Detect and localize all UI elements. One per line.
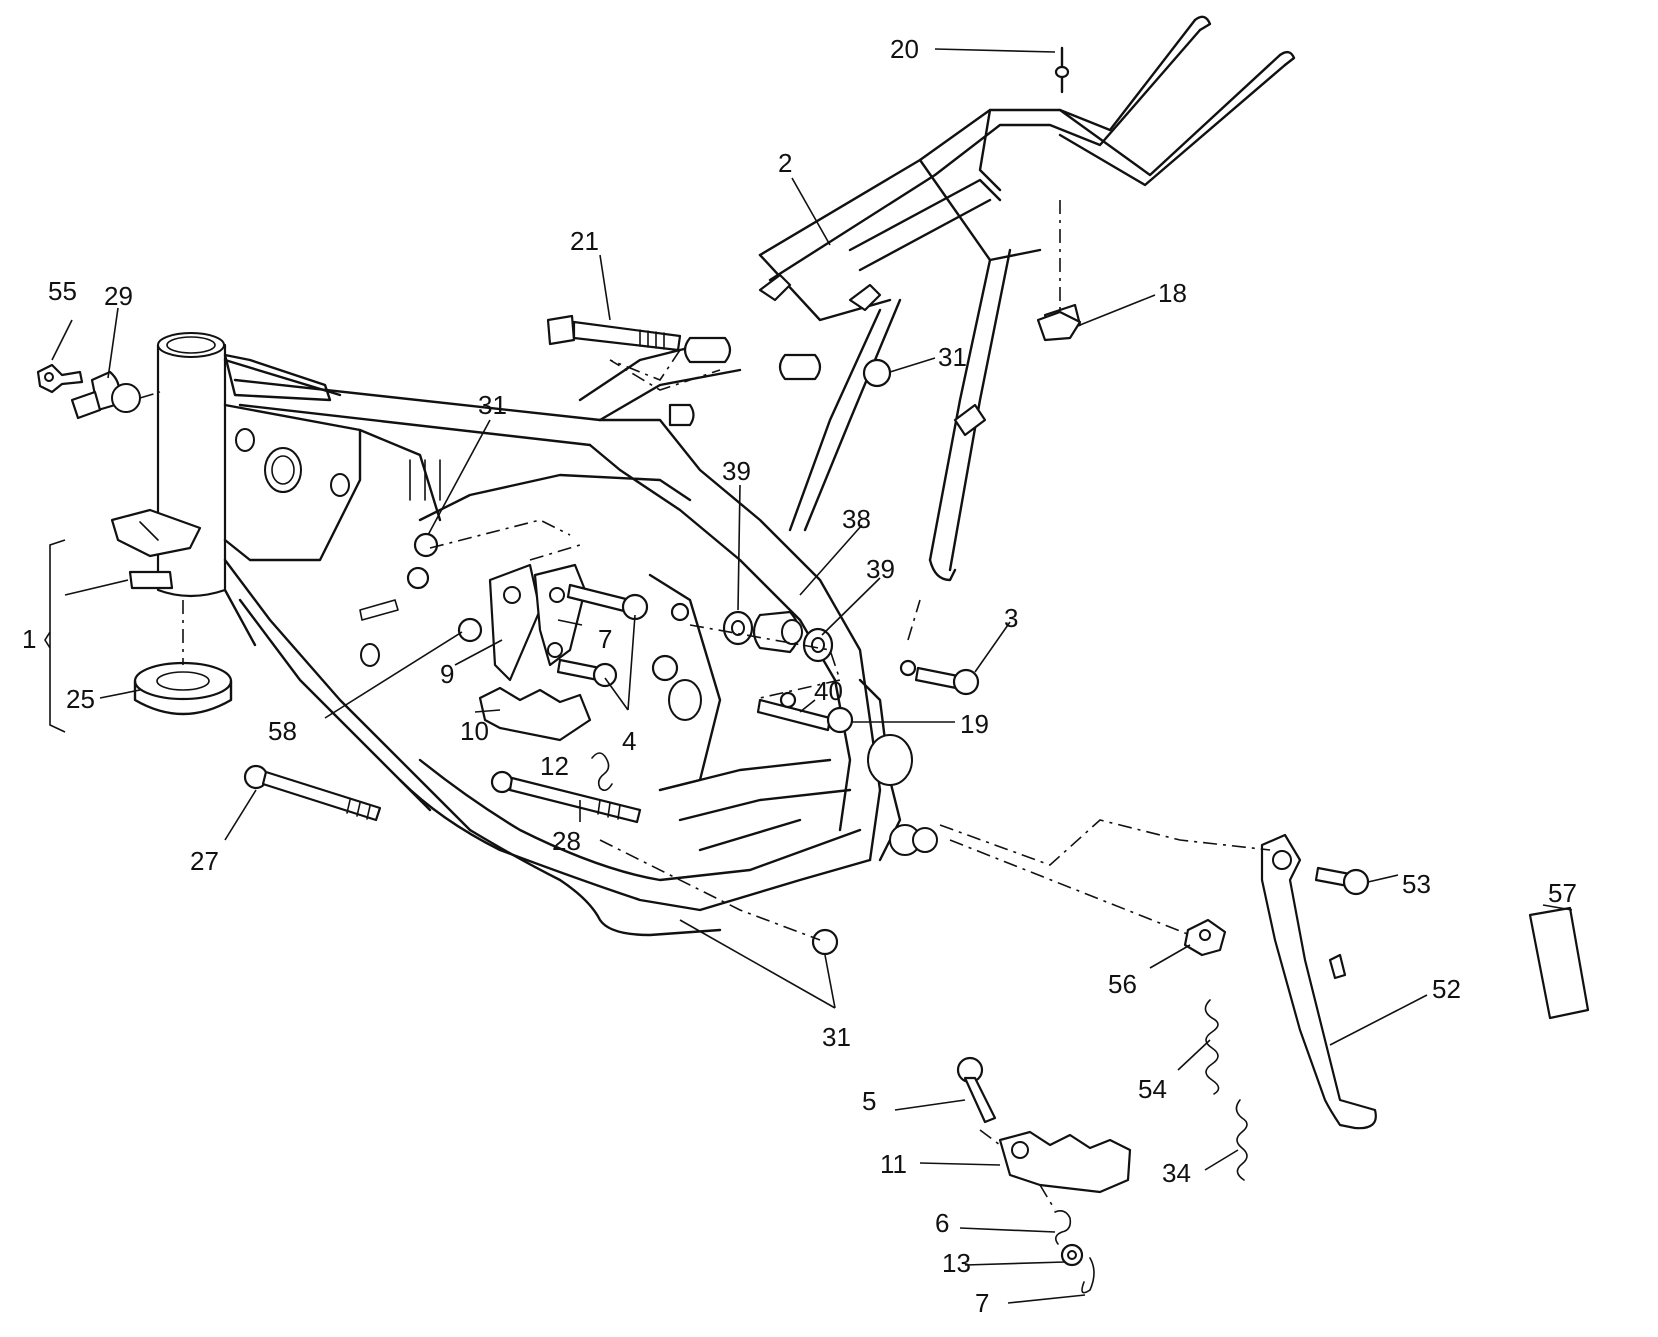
callout-39-upper: 39 (722, 456, 751, 486)
callout-34: 55 (48, 276, 77, 306)
spring-icon (1204, 999, 1220, 1095)
side-stand-icon (1260, 833, 1377, 1130)
leader-lines (51, 48, 1573, 1304)
callout-9: 10 (460, 716, 489, 746)
footpeg-icon (478, 686, 592, 742)
callout-25: 25 (66, 684, 95, 714)
callout-55: 54 (1138, 1074, 1167, 1104)
alignment-lines (139, 349, 1271, 1211)
callout-12: 7 (975, 1288, 989, 1318)
callout-54: 34 (1162, 1158, 1191, 1188)
key-icon (36, 363, 84, 394)
callout-19: 19 (960, 709, 989, 739)
callout-28: 28 (552, 826, 581, 856)
callout-58: 58 (268, 716, 297, 746)
callout-7-left: 9 (440, 659, 454, 689)
callout-5: 5 (862, 1086, 876, 1116)
parts (36, 46, 1590, 1294)
callout-11: 12 (540, 751, 569, 781)
callout-2: 2 (778, 148, 792, 178)
rear-subframe (758, 15, 1296, 582)
callout-1: 1 (22, 624, 36, 654)
callout-53: 53 (1402, 869, 1431, 899)
callout-13: 13 (942, 1248, 971, 1278)
callout-4: 4 (622, 726, 636, 756)
callout-3: 3 (1004, 603, 1018, 633)
callout-39-lower: 39 (866, 554, 895, 584)
callout-10: 11 (880, 1149, 907, 1179)
callout-31-bottom: 31 (822, 1022, 851, 1052)
callout-31-top: 31 (938, 342, 967, 372)
callout-31-left: 31 (478, 390, 507, 420)
callout-52: 52 (1432, 974, 1461, 1004)
callout-21: 21 (570, 226, 599, 256)
callout-56: 56 (1108, 969, 1137, 999)
callout-27: 27 (190, 846, 219, 876)
callout-20: 20 (890, 34, 919, 64)
callout-29: 29 (104, 281, 133, 311)
bearing-icon (133, 661, 233, 701)
callout-7-right: 7 (598, 624, 612, 654)
callout-18: 18 (1158, 278, 1187, 308)
callout-38: 38 (842, 504, 871, 534)
callouts: 55 29 1 25 2 20 21 18 31 31 39 38 39 3 4… (22, 34, 1577, 1318)
callout-6: 6 (935, 1208, 949, 1238)
callout-40: 40 (814, 676, 843, 706)
callout-57: 57 (1548, 878, 1577, 908)
